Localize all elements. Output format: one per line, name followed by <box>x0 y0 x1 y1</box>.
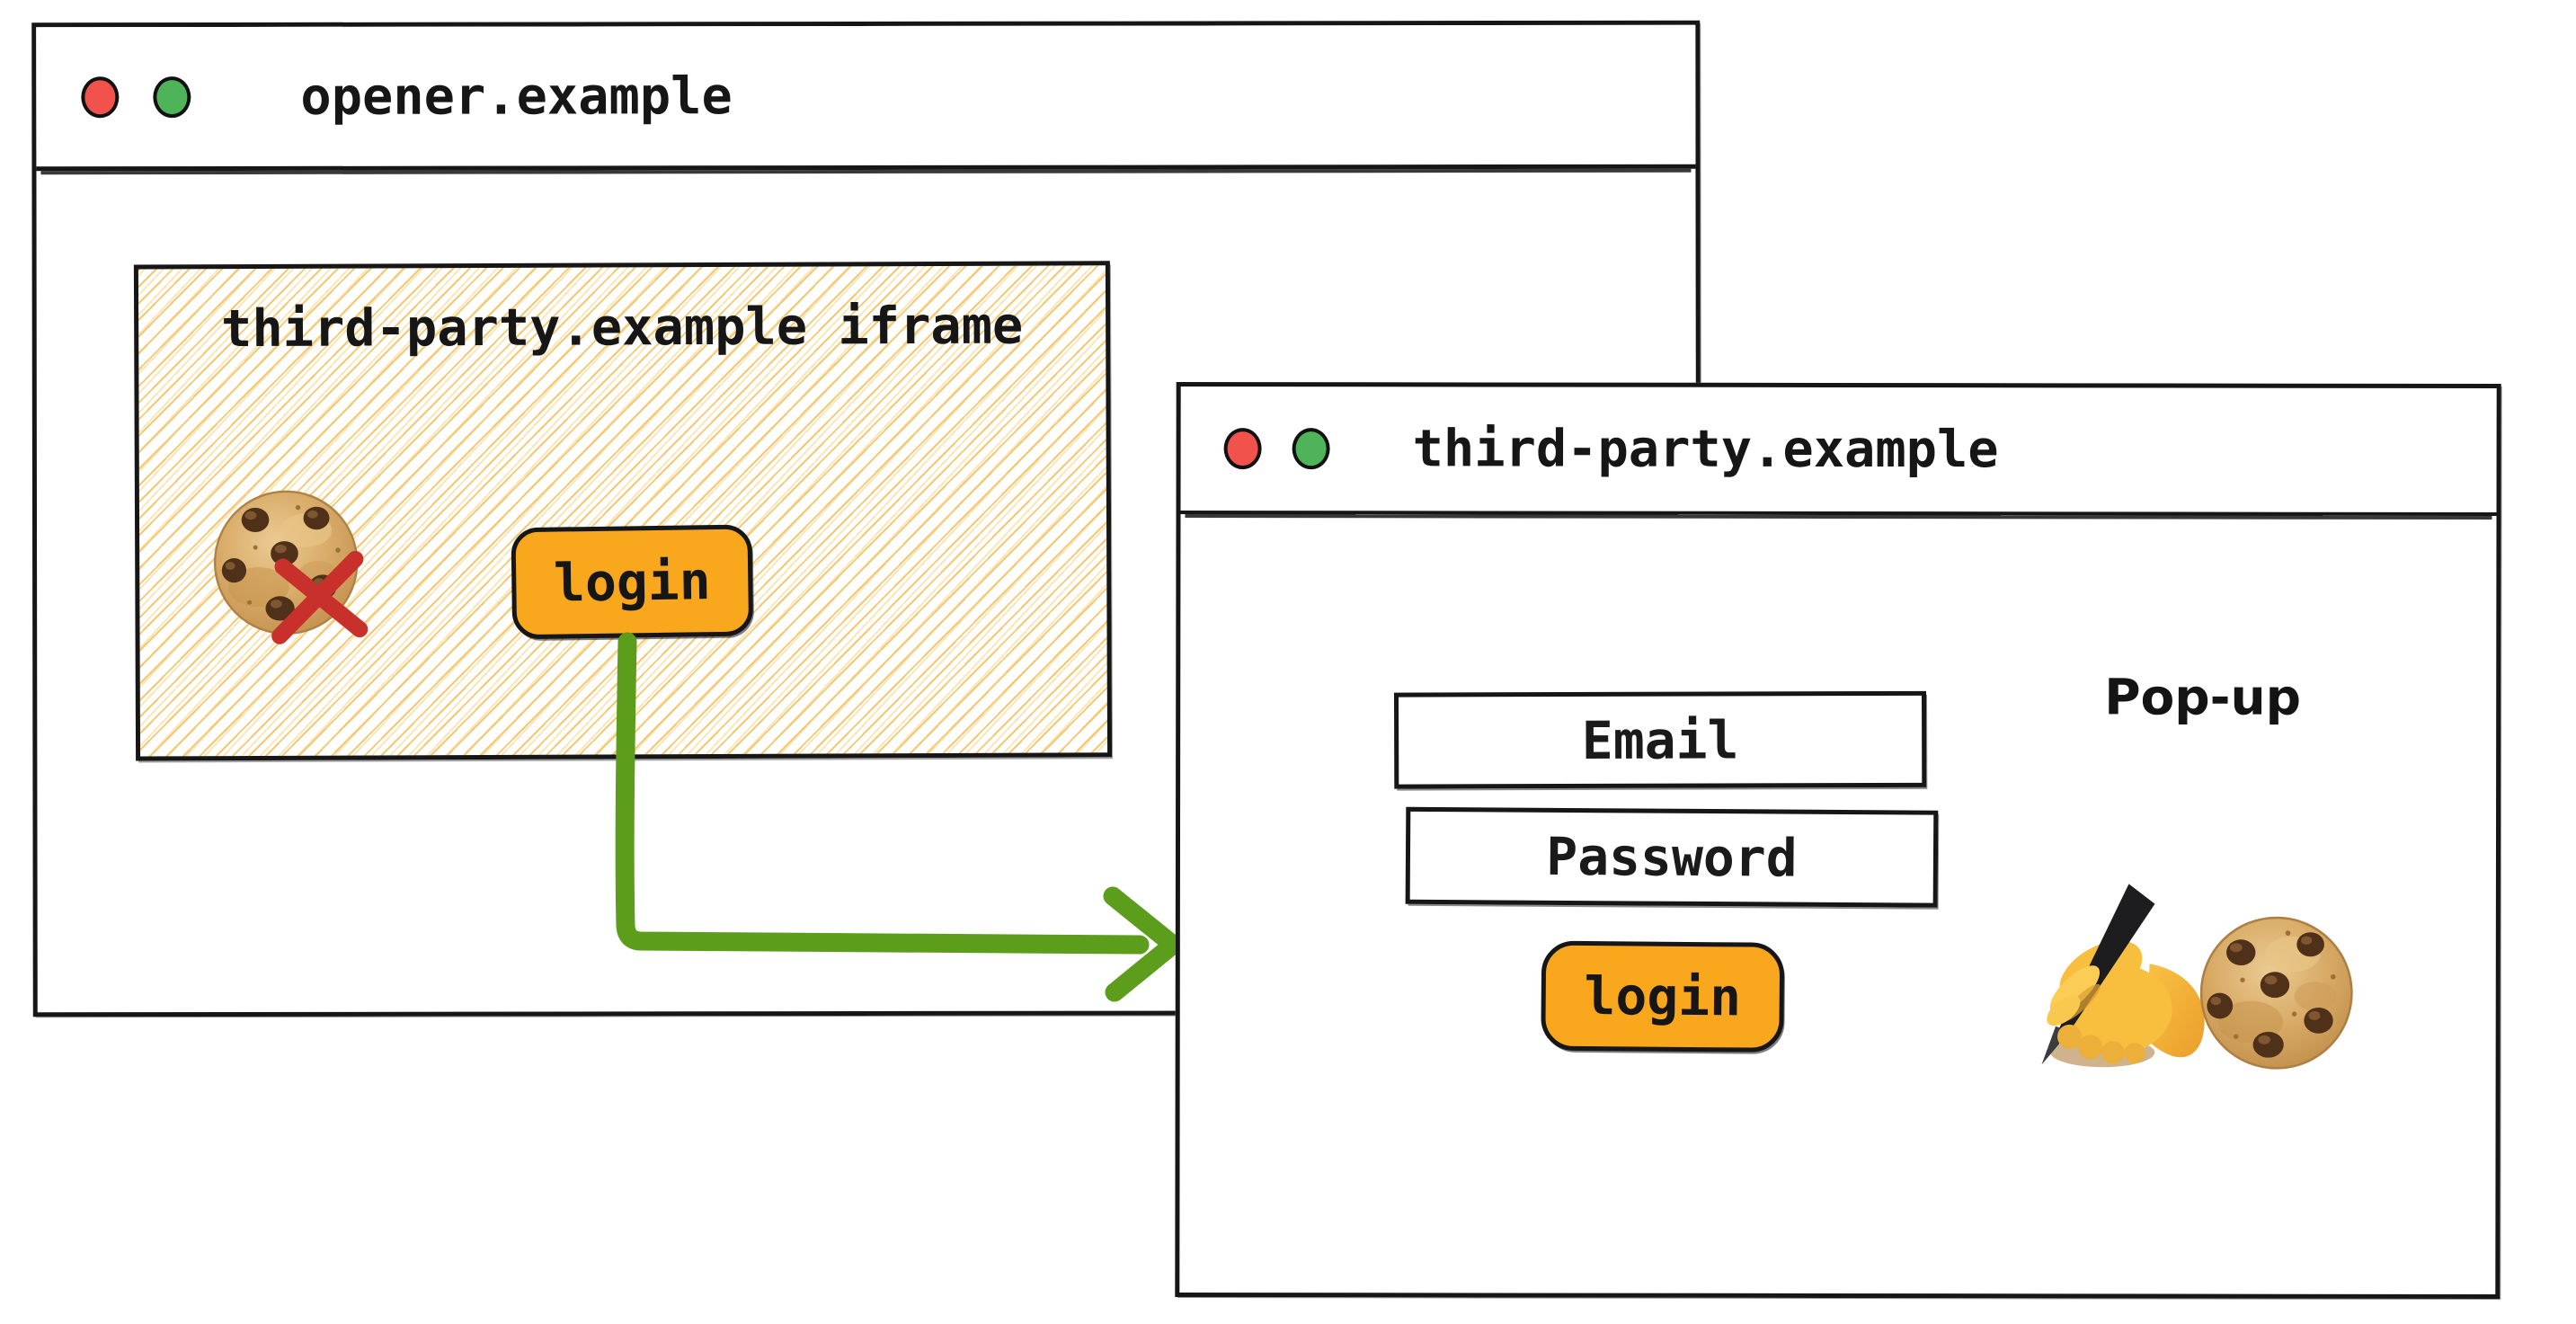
minimize-button[interactable] <box>153 76 191 118</box>
writing-hand-icon <box>2016 880 2219 1089</box>
opener-window: opener.example third-party.example ifram… <box>31 20 1701 1017</box>
opener-titlebar: opener.example <box>36 24 1696 172</box>
minimize-button[interactable] <box>1292 428 1330 470</box>
close-button[interactable] <box>1223 428 1262 470</box>
popup-label: Pop-up <box>2104 668 2302 726</box>
iframe-login-button[interactable]: login <box>511 524 754 640</box>
blocked-cookie <box>202 485 392 666</box>
popup-login-button[interactable]: login <box>1541 940 1785 1053</box>
iframe-title: third-party.example iframe <box>220 296 1024 360</box>
close-button[interactable] <box>81 76 120 118</box>
third-party-iframe: third-party.example iframe <box>133 261 1113 761</box>
popup-titlebar: third-party.example <box>1180 386 2497 517</box>
email-input[interactable] <box>1393 690 1927 789</box>
popup-window-title: third-party.example <box>1412 419 1999 480</box>
password-input[interactable] <box>1405 806 1939 908</box>
red-x-icon <box>262 545 380 652</box>
opener-window-title: opener.example <box>300 66 733 127</box>
cookie-icon <box>2194 912 2359 1074</box>
popup-window: third-party.example Pop-up login <box>1175 381 2501 1300</box>
